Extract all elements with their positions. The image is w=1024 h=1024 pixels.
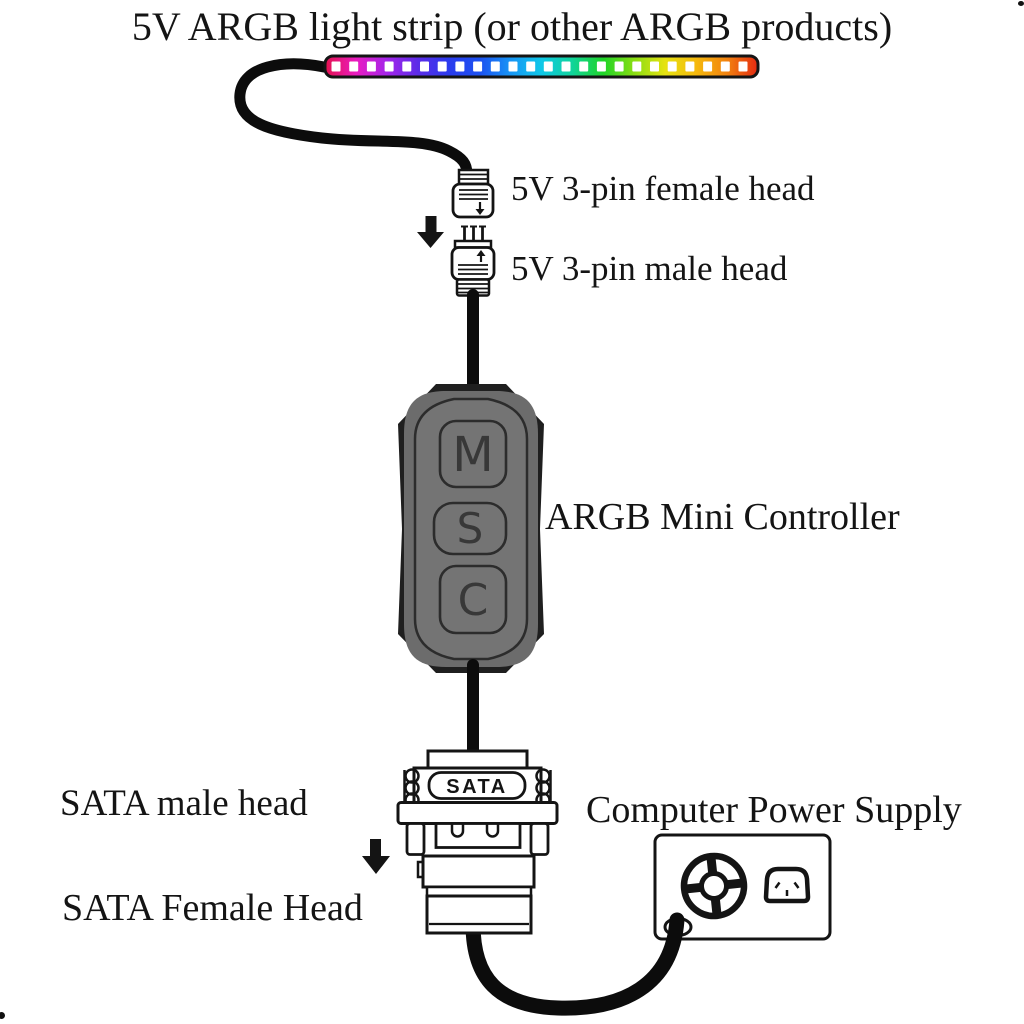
button-label-m: M xyxy=(452,427,493,483)
label-3pin-female-head: 5V 3-pin female head xyxy=(511,169,815,208)
3pin-female-connector-icon xyxy=(451,168,495,219)
connect-arrow-down-icon xyxy=(417,216,444,248)
scan-artifact xyxy=(0,1012,5,1019)
sata-connect-arrow-down-icon xyxy=(362,839,390,874)
sata-connector-text: SATA xyxy=(446,776,507,798)
scan-artifact xyxy=(1018,1,1024,6)
sata-male-connector-icon: SATA xyxy=(396,749,559,856)
male-pins xyxy=(461,225,486,241)
power-supply-icon xyxy=(653,833,832,941)
label-3pin-male-head: 5V 3-pin male head xyxy=(511,249,788,288)
insert-direction-up-icon xyxy=(476,250,486,262)
3pin-male-connector-icon xyxy=(450,225,496,297)
label-computer-power-supply: Computer Power Supply xyxy=(586,789,962,831)
controller-button-m xyxy=(438,419,508,489)
label-sata-male-head: SATA male head xyxy=(60,783,308,824)
led-squares xyxy=(331,61,748,72)
psu-fan-icon xyxy=(680,852,748,920)
sata-female-connector-icon xyxy=(416,854,536,935)
argb-light-strip xyxy=(323,54,760,79)
insert-direction-down-icon xyxy=(475,202,485,215)
argb-mini-controller-icon: M S C xyxy=(398,384,544,673)
button-label-s: S xyxy=(457,504,484,553)
cable-strip-to-female xyxy=(234,58,473,180)
label-argb-mini-controller: ARGB Mini Controller xyxy=(545,496,900,538)
controller-button-s xyxy=(432,501,508,556)
label-sata-female-head: SATA Female Head xyxy=(62,887,363,929)
diagram-title: 5V ARGB light strip (or other ARGB produ… xyxy=(131,4,893,49)
controller-button-c xyxy=(438,564,508,635)
cable-female-to-psu xyxy=(465,912,685,1016)
button-label-c: C xyxy=(458,575,489,626)
psu-ac-socket-icon xyxy=(763,866,811,904)
controller-inner-panel xyxy=(413,397,529,661)
